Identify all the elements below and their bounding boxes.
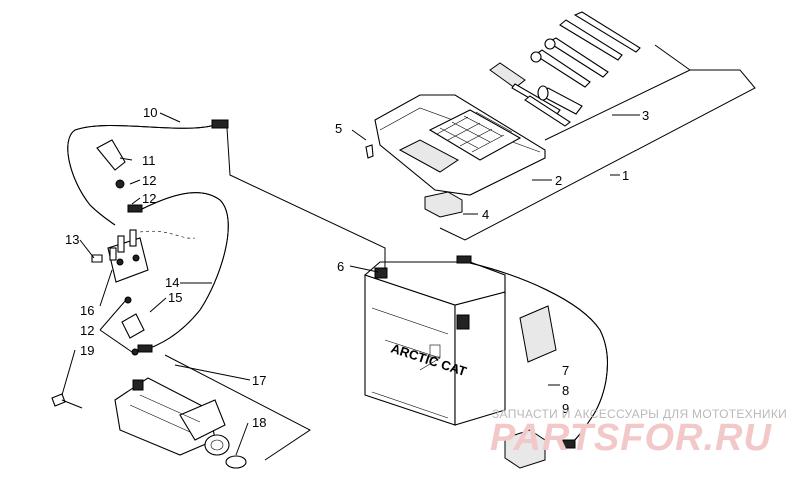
callout-labels: 1 2 3 4 5 6 7 8 9 10 11 12 12 13 14 15 1… bbox=[65, 105, 649, 430]
nut bbox=[131, 348, 139, 356]
watermark-tagline: ЗАПЧАСТИ И АКСЕССУАРЫ ДЛЯ МОТОТЕХНИКИ bbox=[492, 407, 787, 421]
o-ring bbox=[225, 455, 247, 469]
terminal-boot bbox=[121, 313, 145, 339]
bolt bbox=[51, 393, 66, 407]
callout-11: 11 bbox=[142, 153, 156, 168]
callout-6: 6 bbox=[337, 259, 344, 274]
terminal-boot bbox=[96, 139, 126, 171]
starter-cable bbox=[139, 192, 229, 353]
callout-16: 16 bbox=[80, 303, 94, 318]
nut bbox=[124, 296, 132, 304]
watermark: ЗАПЧАСТИ И АКСЕССУАРЫ ДЛЯ МОТОТЕХНИКИ PA… bbox=[490, 407, 787, 459]
battery-fuse-box bbox=[504, 429, 546, 469]
callout-12: 12 bbox=[142, 173, 156, 188]
callout-19: 19 bbox=[80, 343, 94, 358]
starter-motor bbox=[114, 377, 230, 456]
tool-kit bbox=[489, 11, 641, 127]
callout-15: 15 bbox=[168, 290, 182, 305]
callout-2: 2 bbox=[555, 173, 562, 188]
callout-13: 13 bbox=[65, 232, 79, 247]
battery-label bbox=[519, 305, 557, 363]
storage-tray bbox=[365, 94, 546, 196]
callout-8: 8 bbox=[562, 383, 569, 398]
callout-3: 3 bbox=[642, 108, 649, 123]
callout-17: 17 bbox=[252, 373, 266, 388]
mounting-screw bbox=[91, 254, 103, 263]
callout-9: 9 bbox=[562, 401, 569, 416]
callout-1: 1 bbox=[622, 168, 629, 183]
starter-solenoid bbox=[107, 229, 149, 283]
nut bbox=[115, 179, 125, 189]
callout-10: 10 bbox=[143, 105, 157, 120]
assembly-brackets bbox=[351, 44, 756, 241]
battery: ARCTIC CAT bbox=[364, 261, 506, 426]
callout-12: 12 bbox=[80, 323, 94, 338]
callout-4: 4 bbox=[482, 207, 489, 222]
callout-12: 12 bbox=[142, 191, 156, 206]
callout-14: 14 bbox=[165, 275, 179, 290]
callout-18: 18 bbox=[252, 415, 266, 430]
battery-pad bbox=[424, 191, 463, 218]
callout-5: 5 bbox=[335, 121, 342, 136]
callout-7: 7 bbox=[562, 363, 569, 378]
watermark-logo: PARTSFOR.RU bbox=[490, 417, 772, 459]
